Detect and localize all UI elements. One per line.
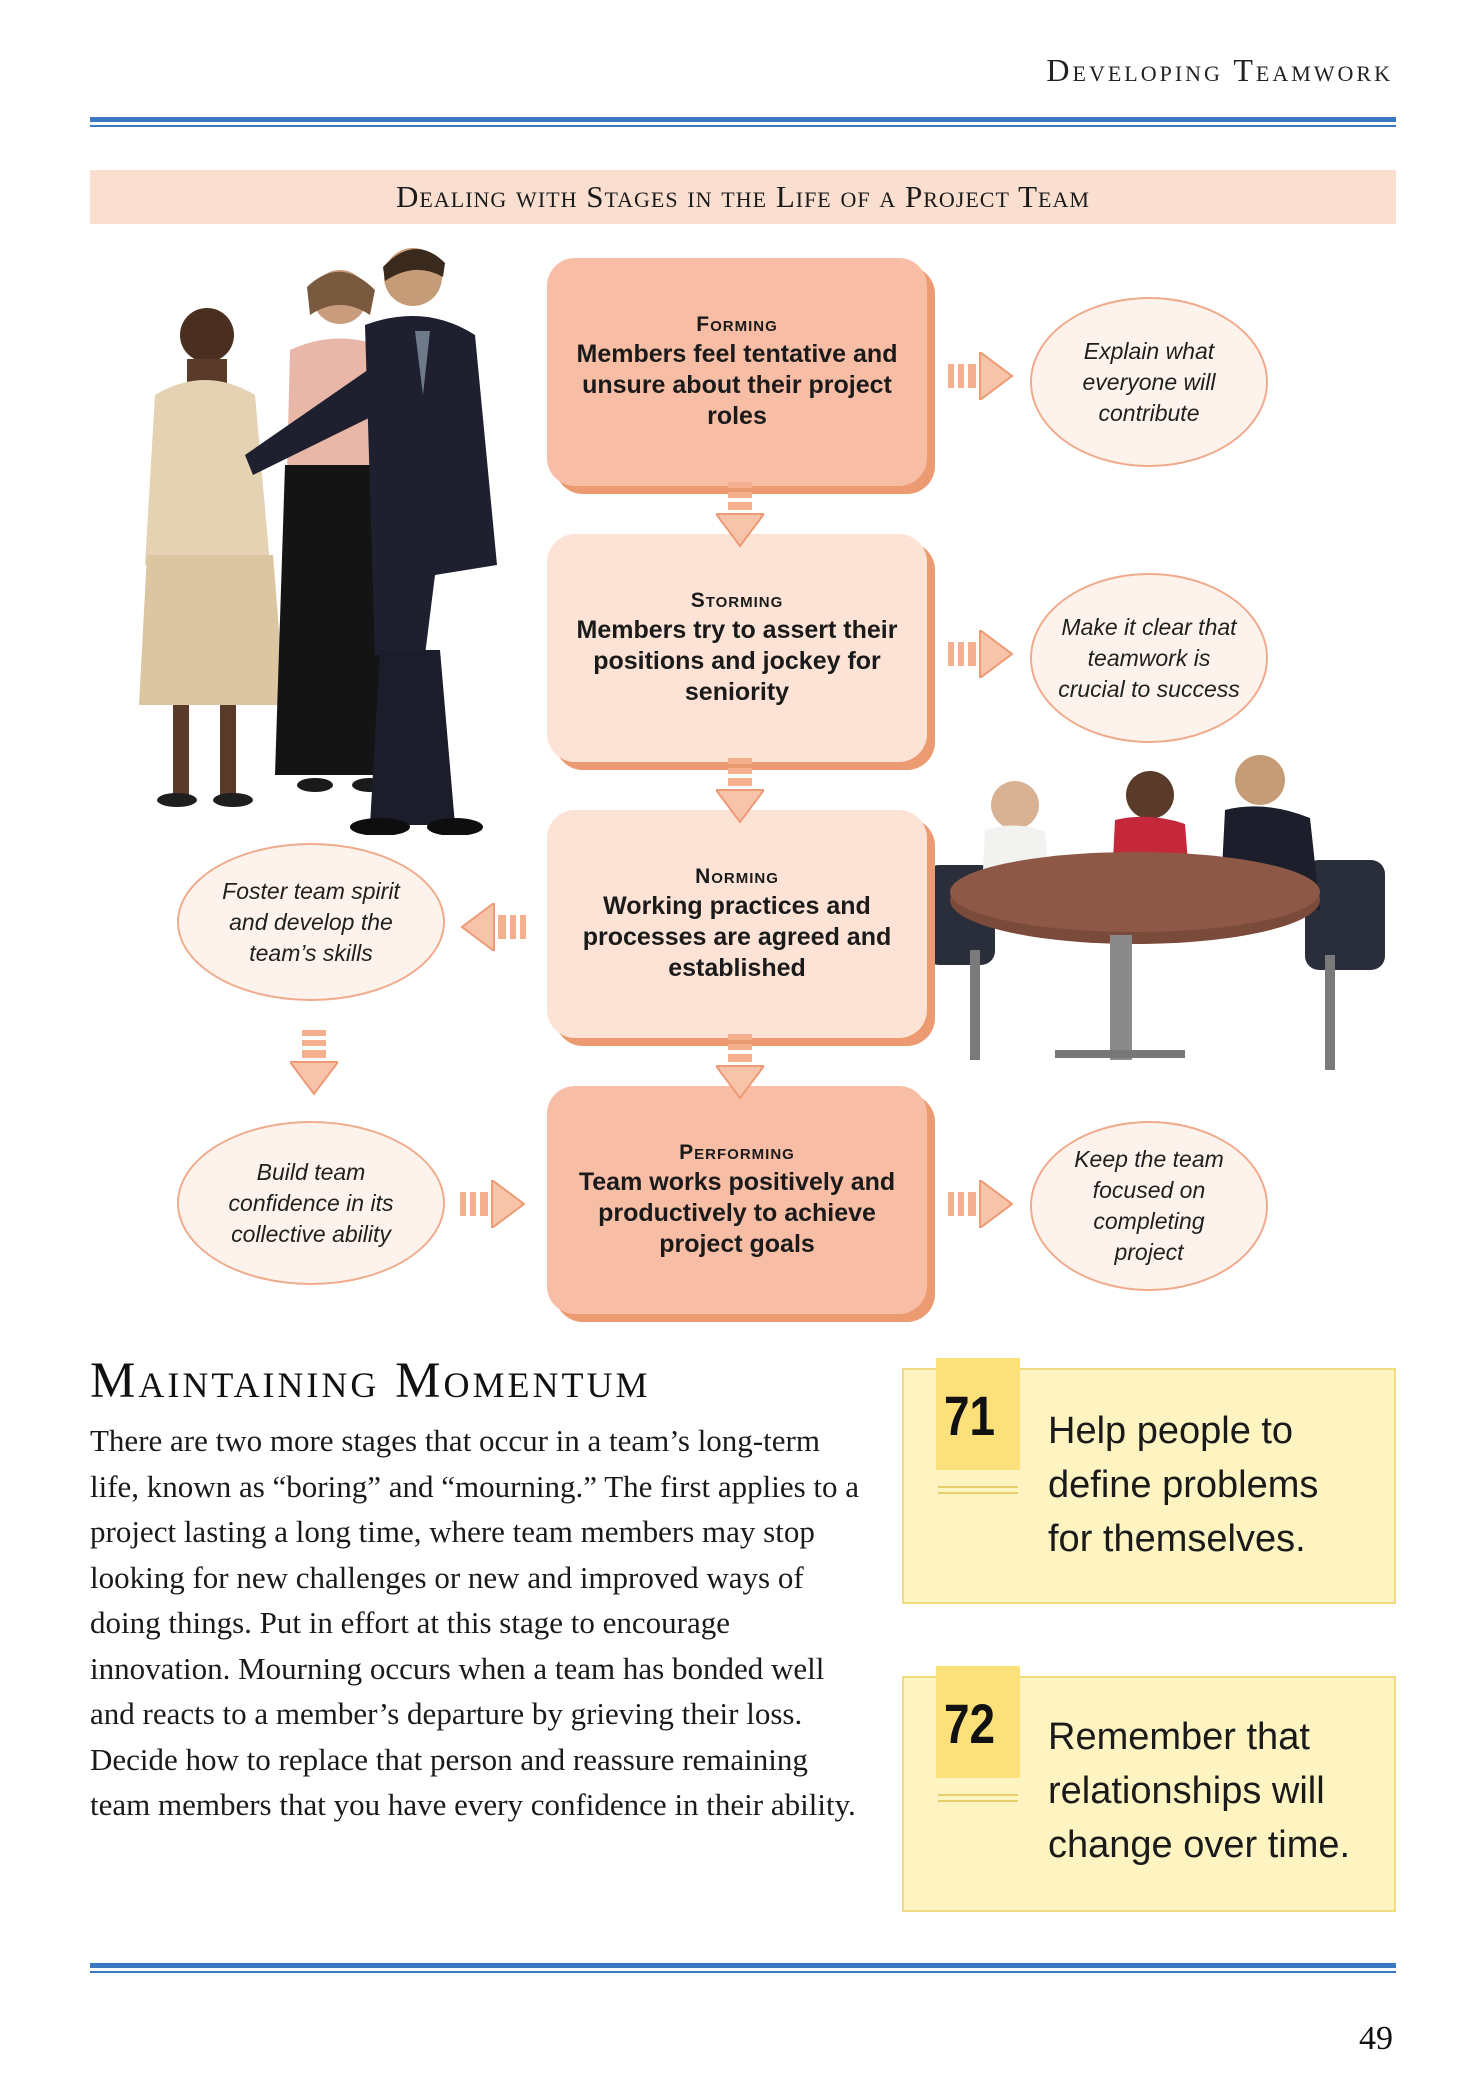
arrow-left-icon — [460, 903, 526, 951]
action-oval-norming: Foster team spirit and develop the team’… — [177, 843, 445, 1001]
arrow-down-icon — [716, 482, 764, 548]
tip-number-badge — [936, 1666, 1020, 1778]
arrow-right-icon — [948, 1180, 1014, 1228]
running-head: Developing Teamwork — [1046, 52, 1393, 88]
tip-decoration-lines — [938, 1486, 1018, 1495]
action-text: Explain what everyone will contribute — [1082, 337, 1216, 426]
arrow-down-icon — [716, 1034, 764, 1100]
tip-decoration-lines — [938, 1794, 1018, 1803]
action-text: Foster team spirit and develop the team’… — [222, 877, 400, 966]
stage-name: Performing — [679, 1140, 795, 1164]
stage-description: Working practices and processes are agre… — [582, 891, 892, 982]
tip-text: Remember that relationships will change … — [1048, 1716, 1351, 1866]
stage-storming-box: Storming Members try to assert their pos… — [547, 534, 927, 762]
stage-description: Members feel tentative and unsure about … — [576, 339, 898, 430]
section-title: Dealing with Stages in the Life of a Pro… — [396, 179, 1090, 214]
tip-number: 71 — [944, 1384, 996, 1447]
action-oval-forming: Explain what everyone will contribute — [1030, 297, 1268, 467]
header-rule — [90, 117, 1396, 128]
tip-text: Help people to define problems for thems… — [1048, 1410, 1319, 1560]
section-band: Dealing with Stages in the Life of a Pro… — [90, 170, 1396, 224]
stage-description: Team works positively and productively t… — [578, 1167, 896, 1258]
stage-name: Norming — [695, 864, 779, 888]
action-text: Make it clear that teamwork is crucial t… — [1058, 613, 1240, 702]
tip-number: 72 — [944, 1692, 996, 1755]
article-body: There are two more stages that occur in … — [90, 1423, 860, 1822]
arrow-right-icon — [948, 352, 1014, 400]
action-oval-performing: Keep the team focused on completing proj… — [1030, 1121, 1268, 1291]
meeting-table-photo — [915, 750, 1400, 1090]
stage-performing-box: Performing Team works positively and pro… — [547, 1086, 927, 1314]
action-oval-build-confidence: Build team confidence in its collective … — [177, 1121, 445, 1285]
action-text: Keep the team focused on completing proj… — [1074, 1146, 1224, 1265]
business-people-photo — [125, 235, 575, 836]
article-heading: Maintaining Momentum — [90, 1353, 651, 1409]
page-number: 49 — [1359, 2020, 1393, 2057]
footer-rule — [90, 1963, 1396, 1974]
arrow-down-icon — [716, 758, 764, 824]
tip-number-badge — [936, 1358, 1020, 1470]
arrow-right-icon — [948, 630, 1014, 678]
stage-name: Storming — [690, 588, 784, 612]
arrow-right-icon — [460, 1180, 526, 1228]
stage-description: Members try to assert their positions an… — [576, 615, 898, 706]
stage-name: Forming — [696, 312, 778, 336]
stage-norming-box: Norming Working practices and processes … — [547, 810, 927, 1038]
arrow-down-icon — [290, 1030, 338, 1096]
action-text: Build team confidence in its collective … — [228, 1158, 394, 1247]
action-oval-storming: Make it clear that teamwork is crucial t… — [1030, 573, 1268, 743]
stage-forming-box: Forming Members feel tentative and unsur… — [547, 258, 927, 486]
